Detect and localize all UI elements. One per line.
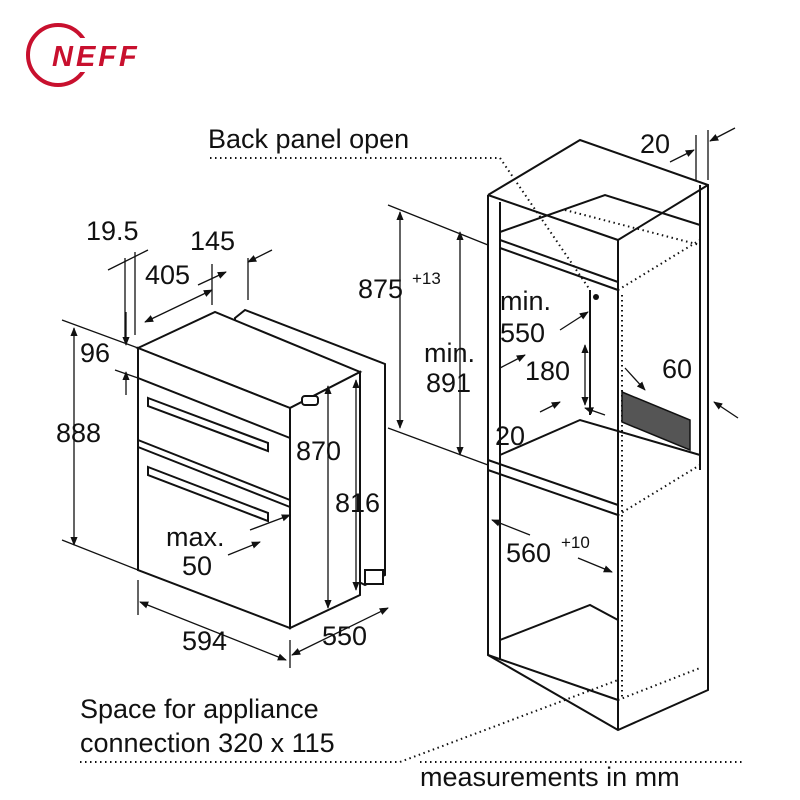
dim-max-label-line1: max. [166, 522, 225, 552]
top-shelf-dotted [617, 239, 701, 291]
dim-min-550-line2: 550 [500, 318, 545, 348]
dim-891-label-line1: min. [424, 338, 475, 368]
dim-594-label: 594 [182, 626, 227, 656]
dim-888-label: 888 [56, 418, 101, 448]
dim-max-label-line2: 50 [182, 551, 212, 581]
upper-door-handle [147, 396, 269, 453]
dim-405-label: 405 [145, 260, 190, 290]
dim-405-line [144, 289, 213, 323]
appliance-front-face [137, 346, 291, 630]
dim-20-top-label: 20 [640, 129, 670, 159]
dim-max-50-line-2 [227, 541, 261, 556]
neff-logo: NEFF [26, 23, 140, 87]
dim-875-sup: +13 [412, 269, 441, 288]
cabinet-drawing [487, 138, 709, 732]
dim-60-line-2 [713, 401, 739, 419]
top-shelf-dotted-2 [564, 209, 701, 246]
dim-875-ext-bottom [387, 427, 489, 466]
appliance-foot [364, 569, 384, 585]
dim-max-50-line [249, 514, 291, 531]
dim-875-label: 875 [358, 274, 403, 304]
middle-shelf-dotted [617, 464, 701, 516]
top-shelf-front-2 [499, 247, 619, 291]
dim-816-label: 816 [335, 488, 380, 518]
bottom-dotted [617, 667, 701, 701]
middle-shelf-front [487, 459, 619, 506]
dim-560-label: 560 [506, 538, 551, 568]
dim-560-line [491, 519, 531, 536]
footnotes: Space for appliance connection 320 x 115… [80, 679, 745, 792]
dim-96-label: 96 [80, 338, 110, 368]
dim-96-ext [114, 369, 139, 379]
dim-550-label: 550 [322, 621, 367, 651]
dim-60-line [624, 367, 646, 391]
dim-20-left-line [539, 401, 561, 413]
dim-145-line [247, 249, 273, 263]
units-note: measurements in mm [420, 762, 680, 792]
space-note-leader [80, 679, 619, 763]
brand-name: NEFF [52, 41, 140, 73]
back-panel-open-label: Back panel open [208, 124, 409, 154]
cabinet-top-front [487, 194, 619, 241]
oven-divider [137, 439, 291, 501]
lower-door-handle [147, 465, 269, 523]
back-panel-leader [210, 157, 591, 291]
logo-ring-gap [50, 38, 95, 72]
dim-20-left-label: 20 [495, 421, 525, 451]
dim-870-label: 870 [296, 436, 341, 466]
dim-875-ext-top [387, 204, 489, 246]
dim-19-5-line [107, 249, 149, 271]
bottom-shelf [499, 603, 619, 641]
middle-shelf-back [499, 418, 701, 456]
dim-19-5-label: 19.5 [86, 216, 139, 246]
appliance-drawing [135, 308, 386, 630]
dim-888-ext-top [61, 319, 139, 349]
back-opening-dot [593, 294, 599, 300]
dim-min-550-line1: min. [500, 286, 551, 316]
dim-560-sup: +10 [561, 533, 590, 552]
dim-145-label: 145 [190, 226, 235, 256]
top-shelf-front [499, 239, 619, 283]
dim-891-label-line2: 891 [426, 368, 471, 398]
dim-20-top-line-2 [709, 127, 736, 142]
space-note-line1: Space for appliance [80, 694, 319, 724]
space-note-line2: connection 320 x 115 [80, 728, 335, 758]
dim-180-label: 180 [525, 356, 570, 386]
top-shelf-back [499, 193, 701, 233]
ventilation-opening [621, 390, 691, 452]
dim-min-550-line [559, 311, 589, 331]
dim-560-line-2 [577, 557, 613, 573]
appliance-dimensions: 19.5 145 405 96 888 870 816 max. 50 [56, 216, 389, 668]
dim-20-top-line [669, 149, 695, 163]
control-strip-line [137, 377, 291, 439]
control-knob [301, 395, 319, 406]
middle-shelf-front-2 [487, 469, 619, 516]
dim-594-line [139, 601, 287, 661]
dim-60-label: 60 [662, 354, 692, 384]
dim-20-left-line-2 [584, 407, 606, 416]
dim-550-line [291, 607, 389, 656]
bottom-plinth [487, 654, 619, 701]
cabinet-dimensions: Back panel open 20 875 +13 min. 891 min.… [208, 124, 739, 573]
dim-min-550-line-2 [499, 354, 526, 369]
oven-divider-2 [137, 446, 291, 508]
